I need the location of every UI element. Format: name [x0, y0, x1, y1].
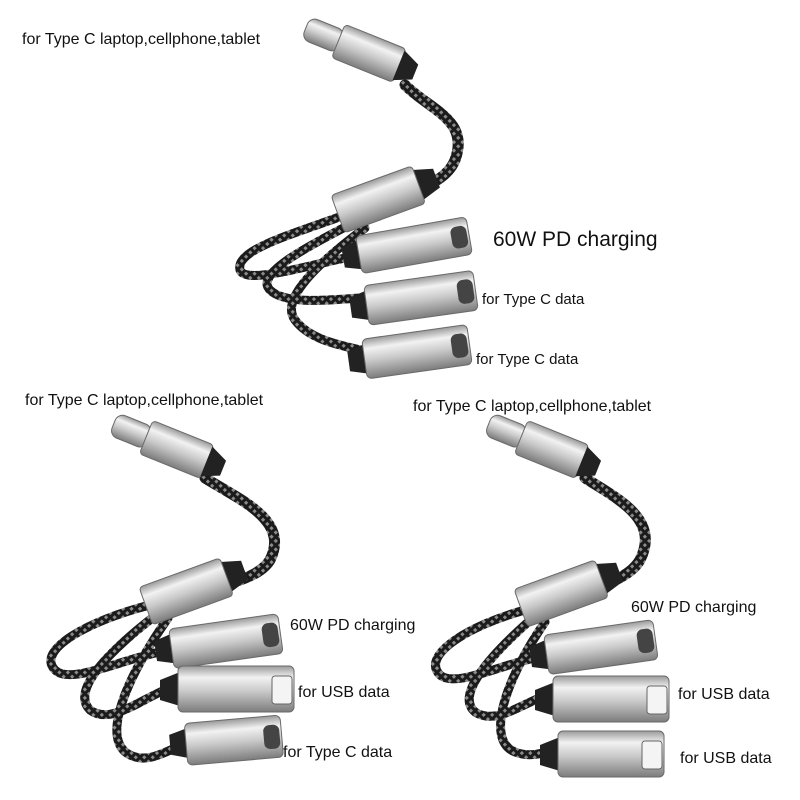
top-port-1: [341, 217, 473, 274]
bottom-right-cable-set: [431, 414, 670, 778]
br-port-1-label: 60W PD charging: [631, 599, 757, 616]
top-port-2: [349, 270, 479, 326]
bl-type-c-plug: [111, 414, 227, 478]
bl-port-2-label: for USB data: [298, 684, 390, 701]
bl-port-3: [169, 715, 284, 766]
br-splitter-hub: [514, 560, 623, 627]
bl-port-1-label: 60W PD charging: [290, 617, 416, 634]
top-port-1-label: 60W PD charging: [493, 228, 658, 251]
top-type-c-plug: [303, 18, 419, 82]
br-input-label: for Type C laptop,cellphone,tablet: [413, 398, 652, 415]
top-splitter-hub: [331, 166, 440, 233]
bottom-left-cable-set: [46, 414, 295, 766]
top-input-label: for Type C laptop,cellphone,tablet: [22, 31, 261, 48]
bl-input-label: for Type C laptop,cellphone,tablet: [25, 392, 264, 409]
top-cable-set: [235, 18, 479, 379]
br-type-c-plug: [486, 414, 602, 478]
top-port-3-label: for Type C data: [476, 351, 579, 368]
bl-port-2: [160, 665, 295, 713]
br-port-2-label: for USB data: [678, 686, 770, 703]
top-port-2-label: for Type C data: [482, 291, 585, 308]
br-port-2: [535, 675, 670, 723]
top-port-3: [347, 324, 473, 379]
br-port-3-label: for USB data: [680, 750, 772, 767]
br-port-1: [529, 619, 659, 675]
bl-port-3-label: for Type C data: [283, 744, 393, 761]
bl-splitter-hub: [139, 558, 248, 625]
bl-port-1: [154, 613, 284, 669]
br-port-3: [540, 730, 665, 778]
